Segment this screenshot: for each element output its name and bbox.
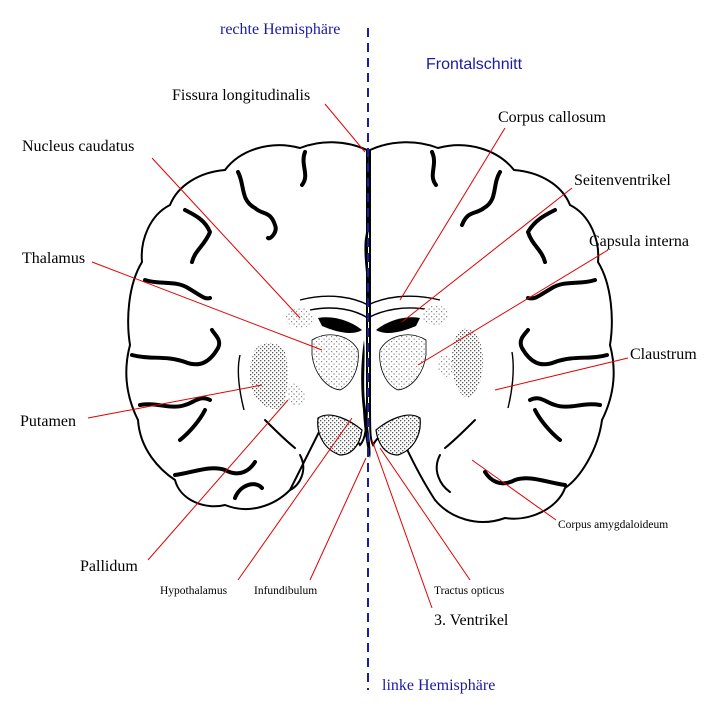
thalamus-left: [311, 334, 359, 391]
leader-tractus-opticus: [379, 447, 471, 581]
sulcus-right-9: [444, 419, 476, 449]
leader-nucleus-caudatus: [151, 157, 301, 319]
label-nucleus-caudatus: Nucleus caudatus: [22, 138, 134, 155]
sulcus-left-10: [264, 419, 296, 449]
leader-capsula-interna: [417, 249, 609, 366]
claustrum-left: [237, 354, 245, 411]
hypothalamus-right-shape: [375, 414, 421, 456]
label-capsula-interna: Capsula interna: [589, 233, 689, 250]
leader-lines: [87, 103, 629, 609]
label-pallidum: Pallidum: [80, 558, 138, 575]
brain-section: [125, 141, 615, 523]
sulcus-left-1: [236, 170, 278, 241]
header-right-hemisphere: rechte Hemisphäre: [220, 21, 340, 38]
label-seitenventrikel: Seitenventrikel: [574, 172, 671, 189]
label-tractus-opticus: Tractus opticus: [434, 585, 505, 597]
leader-fissura: [324, 103, 366, 153]
label-claustrum: Claustrum: [630, 346, 697, 363]
leader-seitenventrikel: [401, 187, 573, 323]
sulcus-right-2: [430, 150, 438, 187]
leader-pallidum: [147, 399, 289, 561]
lateral-ventricle-right: [376, 317, 420, 333]
leader-corpus-callosum: [399, 127, 506, 301]
sulcus-left-9: [233, 482, 264, 500]
leader-infundibulum: [309, 457, 367, 581]
pallidum-right: [438, 354, 453, 377]
sulcus-right-10: [435, 454, 451, 493]
label-putamen: Putamen: [20, 413, 76, 430]
putamen-left: [249, 342, 288, 410]
sulcus-right-5: [518, 328, 609, 367]
sulcus-left-5: [130, 328, 222, 367]
putamen-right: [452, 328, 483, 398]
pallidum-left: [288, 383, 305, 406]
thalamus-right: [379, 334, 427, 391]
sulcus-right-6: [528, 396, 602, 409]
sulcus-left-3: [183, 208, 212, 264]
leader-claustrum: [494, 357, 629, 391]
label-fissura-longitudinalis: Fissura longitudinalis: [172, 87, 310, 104]
claustrum-right: [507, 351, 514, 409]
sulcus-right-7: [533, 408, 562, 442]
leader-thalamus: [91, 261, 323, 351]
leader-3-ventrikel: [371, 439, 433, 609]
sulcus-right-3: [526, 208, 557, 264]
longitudinal-fissure: [364, 149, 370, 301]
sulcus-left-7: [178, 408, 207, 442]
leader-putamen: [87, 384, 263, 419]
label-thalamus: Thalamus: [22, 250, 85, 267]
label-infundibulum: Infundibulum: [254, 585, 317, 597]
diagram-title: Frontalschnitt: [426, 56, 523, 73]
third-ventricle: [361, 340, 371, 458]
leader-corpus-amygdaloideum: [471, 459, 557, 521]
nucleus-caudatus-right: [422, 305, 448, 325]
sulcus-left-11: [289, 454, 305, 491]
label-corpus-callosum: Corpus callosum: [498, 109, 607, 126]
sulcus-left-6: [138, 396, 212, 409]
sulcus-right-8: [483, 470, 567, 487]
footer-left-hemisphere: linke Hemisphäre: [382, 677, 495, 694]
label-corpus-amygdaloideum: Corpus amygdaloideum: [558, 519, 668, 531]
label-hypothalamus: Hypothalamus: [160, 585, 228, 597]
sulcus-left-2: [300, 150, 308, 187]
sulcus-right-1: [460, 170, 502, 227]
sulcus-right-4: [526, 278, 597, 301]
sulcus-left-4: [143, 278, 212, 301]
label-3-ventrikel: 3. Ventrikel: [434, 612, 509, 629]
leader-hypothalamus: [237, 417, 353, 581]
lateral-ventricle-left: [318, 317, 362, 333]
sulcus-left-8: [173, 460, 257, 477]
